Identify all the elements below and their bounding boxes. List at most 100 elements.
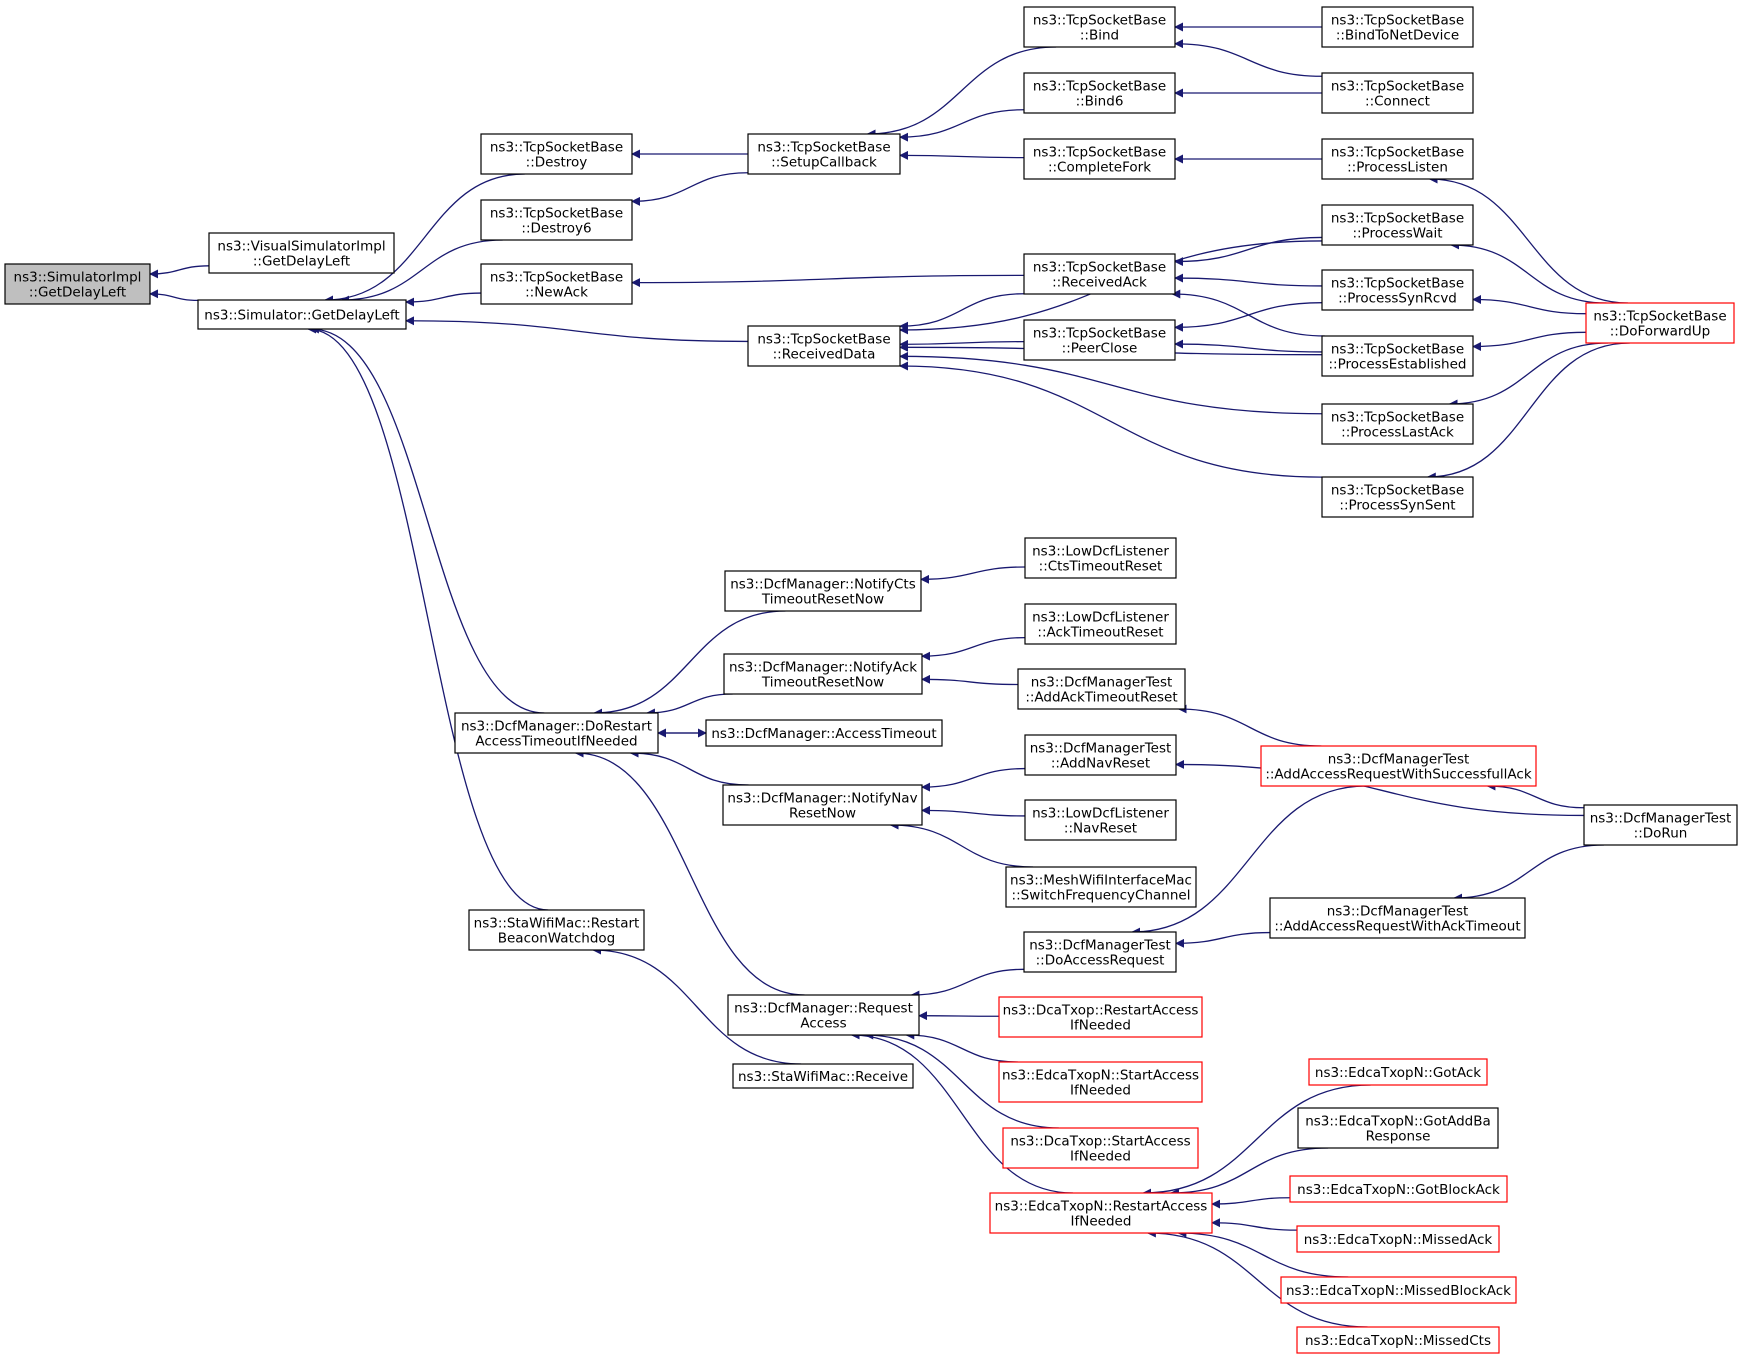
node-receivedack[interactable]: ns3::TcpSocketBase::ReceivedAck [1023,253,1176,295]
node-box-bind6[interactable] [1023,72,1176,114]
node-box-setupcb[interactable] [747,133,901,175]
node-box-processestablished[interactable] [1321,335,1474,377]
node-doaccessrequest[interactable]: ns3::DcfManagerTest::DoAccessRequest [1023,931,1177,973]
node-visual[interactable]: ns3::VisualSimulatorImpl::GetDelayLeft [208,232,395,274]
node-simulator[interactable]: ns3::Simulator::GetDelayLeft [197,299,407,330]
node-box-destroy[interactable] [480,133,633,175]
node-processlisten[interactable]: ns3::TcpSocketBase::ProcessListen [1321,138,1474,180]
node-navreset[interactable]: ns3::LowDcfListener::NavReset [1024,799,1177,841]
node-dorestart[interactable]: ns3::DcfManager::DoRestartAccessTimeoutI… [454,712,659,754]
node-box-gotack[interactable] [1308,1058,1488,1086]
node-box-missedack[interactable] [1296,1225,1500,1253]
node-box-requestaccess[interactable] [727,994,920,1036]
node-notifyack[interactable]: ns3::DcfManager::NotifyAckTimeoutResetNo… [723,653,923,695]
node-box-accesstimeout[interactable] [705,719,943,747]
node-box-processwait[interactable] [1321,204,1474,246]
node-box-gotblockack[interactable] [1289,1175,1508,1203]
node-box-connect[interactable] [1321,72,1474,114]
node-box-missedcts[interactable] [1296,1326,1500,1354]
node-newack[interactable]: ns3::TcpSocketBase::NewAck [480,263,633,305]
node-addnavreset[interactable]: ns3::DcfManagerTest::AddNavReset [1024,734,1177,776]
node-missedblockack[interactable]: ns3::EdcaTxopN::MissedBlockAck [1280,1276,1517,1304]
node-box-receiveddata[interactable] [747,325,901,367]
node-box-bindtonet[interactable] [1321,6,1474,48]
node-box-newack[interactable] [480,263,633,305]
node-bind6[interactable]: ns3::TcpSocketBase::Bind6 [1023,72,1176,114]
node-missedcts[interactable]: ns3::EdcaTxopN::MissedCts [1296,1326,1500,1354]
node-box-dorun[interactable] [1583,804,1738,846]
node-box-processsynsent[interactable] [1321,476,1474,518]
node-box-visual[interactable] [208,232,395,274]
node-box-root[interactable] [4,263,151,305]
node-receiveddata[interactable]: ns3::TcpSocketBase::ReceivedData [747,325,901,367]
node-box-processlastack[interactable] [1321,403,1474,445]
node-gotblockack[interactable]: ns3::EdcaTxopN::GotBlockAck [1289,1175,1508,1203]
node-box-switchfreq[interactable] [1005,866,1197,908]
node-box-receivedack[interactable] [1023,253,1176,295]
node-completefork[interactable]: ns3::TcpSocketBase::CompleteFork [1023,138,1176,180]
node-box-dcarestart[interactable] [998,996,1203,1038]
node-processsynrcvd[interactable]: ns3::TcpSocketBase::ProcessSynRcvd [1321,269,1474,311]
node-processestablished[interactable]: ns3::TcpSocketBase::ProcessEstablished [1321,335,1474,377]
node-peerclose[interactable]: ns3::TcpSocketBase::PeerClose [1023,319,1176,361]
node-gotack[interactable]: ns3::EdcaTxopN::GotAck [1308,1058,1488,1086]
node-box-processsynrcvd[interactable] [1321,269,1474,311]
node-destroy6[interactable]: ns3::TcpSocketBase::Destroy6 [480,199,633,241]
node-bindtonet[interactable]: ns3::TcpSocketBase::BindToNetDevice [1321,6,1474,48]
node-doforwardup[interactable]: ns3::TcpSocketBase::DoForwardUp [1585,302,1735,344]
node-acktimeoutreset[interactable]: ns3::LowDcfListener::AckTimeoutReset [1024,603,1177,645]
node-connect[interactable]: ns3::TcpSocketBase::Connect [1321,72,1474,114]
node-addacktimeout[interactable]: ns3::DcfManagerTest::AddAccessRequestWit… [1269,897,1526,939]
node-missedack[interactable]: ns3::EdcaTxopN::MissedAck [1296,1225,1500,1253]
node-box-notifyack[interactable] [723,653,923,695]
node-box-ctstimeoutreset[interactable] [1024,537,1177,579]
node-box-doforwardup[interactable] [1585,302,1735,344]
node-box-notifynav[interactable] [722,784,923,826]
node-box-navreset[interactable] [1024,799,1177,841]
node-box-doaccessrequest[interactable] [1023,931,1177,973]
node-box-processlisten[interactable] [1321,138,1474,180]
node-box-edcarestart[interactable] [989,1192,1213,1234]
node-box-destroy6[interactable] [480,199,633,241]
node-addsuccessack[interactable]: ns3::DcfManagerTest::AddAccessRequestWit… [1260,745,1537,787]
node-box-missedblockack[interactable] [1280,1276,1517,1304]
node-accesstimeout[interactable]: ns3::DcfManager::AccessTimeout [705,719,943,747]
node-box-gotaddba[interactable] [1297,1107,1499,1149]
node-box-completefork[interactable] [1023,138,1176,180]
node-box-acktimeoutreset[interactable] [1024,603,1177,645]
node-setupcb[interactable]: ns3::TcpSocketBase::SetupCallback [747,133,901,175]
node-box-addnavreset[interactable] [1024,734,1177,776]
node-box-addsuccessack[interactable] [1260,745,1537,787]
node-dorun[interactable]: ns3::DcfManagerTest::DoRun [1583,804,1738,846]
node-box-dorestart[interactable] [454,712,659,754]
node-box-notifycts[interactable] [724,570,922,612]
node-notifycts[interactable]: ns3::DcfManager::NotifyCtsTimeoutResetNo… [724,570,922,612]
node-box-restartbeacon[interactable] [468,909,645,951]
node-destroy[interactable]: ns3::TcpSocketBase::Destroy [480,133,633,175]
node-ctstimeoutreset[interactable]: ns3::LowDcfListener::CtsTimeoutReset [1024,537,1177,579]
node-box-stareceive[interactable] [732,1063,914,1089]
node-box-peerclose[interactable] [1023,319,1176,361]
node-box-simulator[interactable] [197,299,407,330]
node-addacktimeoutreset[interactable]: ns3::DcfManagerTest::AddAckTimeoutReset [1017,668,1186,710]
node-box-addacktimeout[interactable] [1269,897,1526,939]
node-bind[interactable]: ns3::TcpSocketBase::Bind [1023,6,1176,48]
node-root[interactable]: ns3::SimulatorImpl::GetDelayLeft [4,263,151,305]
node-processwait[interactable]: ns3::TcpSocketBase::ProcessWait [1321,204,1474,246]
node-stareceive[interactable]: ns3::StaWifiMac::Receive [732,1063,914,1089]
node-box-addacktimeoutreset[interactable] [1017,668,1186,710]
node-box-dcastart[interactable] [1002,1127,1199,1169]
node-processsynsent[interactable]: ns3::TcpSocketBase::ProcessSynSent [1321,476,1474,518]
node-box-bind[interactable] [1023,6,1176,48]
node-processlastack[interactable]: ns3::TcpSocketBase::ProcessLastAck [1321,403,1474,445]
node-box-edcastart[interactable] [998,1061,1203,1103]
node-switchfreq[interactable]: ns3::MeshWifiInterfaceMac::SwitchFrequen… [1005,866,1197,908]
